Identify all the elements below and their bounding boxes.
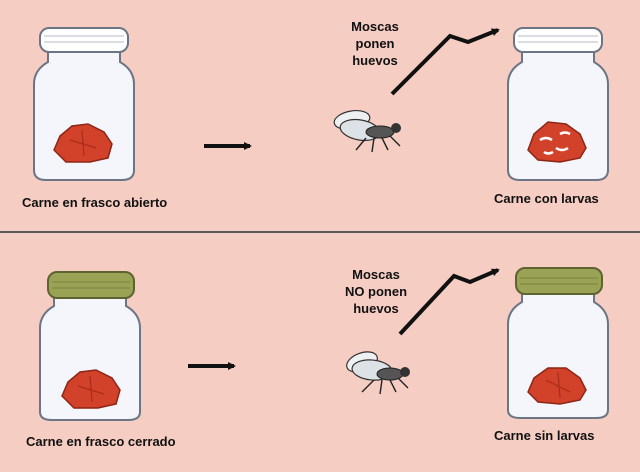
top-fly-note-line: ponen [355,36,395,51]
top-fly-note-line: huevos [352,53,398,68]
fly-icon [333,110,401,153]
bottom-right-jar-label: Carne sin larvas [494,428,595,443]
arrow-icon [390,28,500,96]
top-left-jar-label: Carne en frasco abierto [22,195,168,210]
top-right-jar-label: Carne con larvas [494,191,599,206]
bottom-left-jar-label: Carne en frasco cerrado [26,434,176,449]
arrow-icon [398,268,500,336]
bottom-fly-note: Moscas NO ponen huevos [336,266,416,317]
meat-icon [527,367,587,405]
bottom-fly-note-line: Moscas [352,267,400,282]
meat-icon [53,123,113,163]
bottom-fly-note-line: huevos [353,301,399,316]
bottom-fly-note-line: NO ponen [344,284,408,299]
larvae-icon [539,131,571,155]
top-fly-note-line: Moscas [351,19,399,34]
fly-icon [346,351,410,395]
top-fly-note: Moscas ponen huevos [338,18,412,69]
meat-icon [61,369,121,409]
meat-icon [527,121,587,163]
